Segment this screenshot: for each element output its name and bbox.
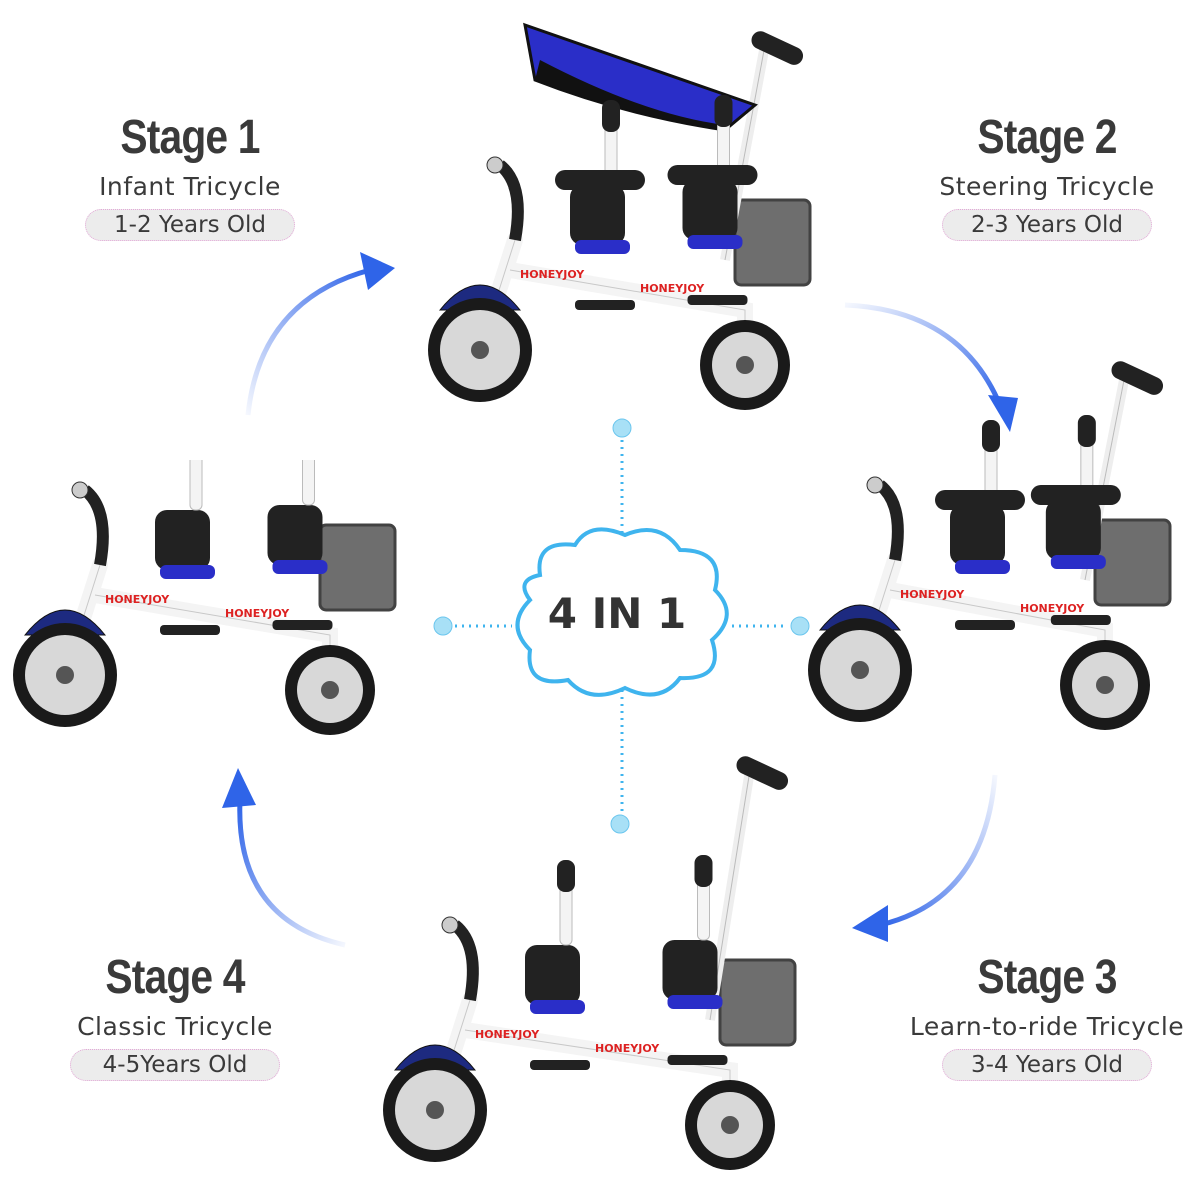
basket — [718, 958, 797, 1047]
arrow-stage3-to-4 — [852, 774, 998, 942]
handlebar — [495, 160, 524, 242]
footrest — [160, 625, 220, 635]
headrest — [982, 420, 1000, 452]
dotted-cross — [455, 440, 788, 812]
seat-post — [189, 460, 203, 511]
tricycle-stage-2: HONEYJOY HONEYJOY — [808, 361, 1172, 730]
brand-label: HONEYJOY — [475, 1028, 540, 1041]
stage-name: Learn-to-ride Tricycle — [909, 1012, 1185, 1041]
stage-title: Stage 1 — [120, 111, 260, 164]
connector-dots — [433, 418, 810, 834]
push-handle-grip — [751, 31, 804, 65]
seat-cushion — [955, 560, 1010, 574]
headrest — [602, 100, 620, 132]
footrest — [1050, 615, 1111, 625]
cloud-badge: 4 IN 1 — [515, 527, 729, 697]
headrest — [714, 95, 733, 127]
armrest — [935, 490, 1025, 510]
bell — [71, 481, 89, 499]
footrest — [667, 1055, 728, 1065]
stage-name: Classic Tricycle — [77, 1012, 273, 1041]
seat-cushion — [160, 565, 215, 579]
center-label: 4 IN 1 — [548, 589, 686, 638]
seat-back — [155, 510, 210, 570]
bell — [486, 156, 504, 174]
wheel-hub — [736, 356, 754, 374]
stage-title: Stage 2 — [977, 111, 1117, 164]
wheel-hub — [721, 1116, 739, 1134]
handlebar — [450, 920, 479, 1002]
stage-1-label: Stage 1 Infant Tricycle 1-2 Years Old — [40, 112, 340, 241]
wheel-hub — [851, 661, 869, 679]
brand-label: HONEYJOY — [640, 282, 705, 295]
arrow-stage1-to-2 — [245, 252, 395, 416]
stage-name: Infant Tricycle — [99, 172, 281, 201]
footrest — [272, 620, 333, 630]
seat-cushion — [1050, 555, 1106, 569]
bell — [866, 476, 884, 494]
age-badge: 1-2 Years Old — [85, 209, 295, 241]
footrest — [687, 295, 748, 305]
armrest — [667, 165, 758, 185]
seat-post — [302, 460, 315, 506]
canopy-shade — [535, 60, 725, 130]
armrest — [555, 170, 645, 190]
brand-label: HONEYJOY — [105, 593, 170, 606]
brand-label: HONEYJOY — [225, 607, 290, 620]
stage-title: Stage 3 — [977, 951, 1117, 1004]
seat-back — [570, 185, 625, 245]
seat-back — [1045, 500, 1101, 560]
seat-back — [267, 505, 323, 565]
wheel-hub — [471, 341, 489, 359]
tricycle-stage-1: HONEYJOY HONEYJOY — [428, 22, 812, 410]
seat-cushion — [272, 560, 328, 574]
tricycle-stage-4: HONEYJOY HONEYJOY — [13, 460, 397, 735]
handlebar — [875, 480, 904, 562]
seat-cushion — [575, 240, 630, 254]
wheel-hub — [321, 681, 339, 699]
stage-title: Stage 4 — [105, 951, 245, 1004]
age-badge: 2-3 Years Old — [942, 209, 1152, 241]
arrow-stage2-to-3 — [844, 302, 1018, 432]
tricycle-stage-3: HONEYJOY HONEYJOY — [383, 756, 797, 1170]
footrest — [575, 300, 635, 310]
seat-cushion — [667, 995, 723, 1009]
headrest — [694, 855, 713, 887]
footrest — [530, 1060, 590, 1070]
wheel-hub — [1096, 676, 1114, 694]
stage-4-label: Stage 4 Classic Tricycle 4-5Years Old — [25, 952, 325, 1081]
arrow-stage4-to-1 — [222, 768, 346, 948]
stage-3-label: Stage 3 Learn-to-ride Tricycle 3-4 Years… — [887, 952, 1200, 1081]
basket — [318, 523, 397, 612]
seat-back — [662, 940, 718, 1000]
headrest — [557, 860, 575, 892]
push-handle-grip — [736, 756, 789, 790]
stage-2-label: Stage 2 Steering Tricycle 2-3 Years Old — [897, 112, 1197, 241]
handlebar — [80, 485, 109, 567]
brand-label: HONEYJOY — [520, 268, 585, 281]
basket — [1093, 518, 1172, 607]
wheel-hub — [426, 1101, 444, 1119]
brand-label: HONEYJOY — [1020, 602, 1085, 615]
armrest — [1030, 485, 1121, 505]
seat-back — [950, 505, 1005, 565]
brand-label: HONEYJOY — [900, 588, 965, 601]
stage-name: Steering Tricycle — [939, 172, 1155, 201]
brand-label: HONEYJOY — [595, 1042, 660, 1055]
seat-back — [525, 945, 580, 1005]
seat-cushion — [530, 1000, 585, 1014]
seat-back — [682, 180, 738, 240]
basket — [733, 198, 812, 287]
age-badge: 4-5Years Old — [70, 1049, 280, 1081]
wheel-hub — [56, 666, 74, 684]
headrest — [1077, 415, 1096, 447]
bell — [441, 916, 459, 934]
seat-cushion — [687, 235, 743, 249]
age-badge: 3-4 Years Old — [942, 1049, 1152, 1081]
push-handle-grip — [1111, 361, 1164, 395]
footrest — [955, 620, 1015, 630]
